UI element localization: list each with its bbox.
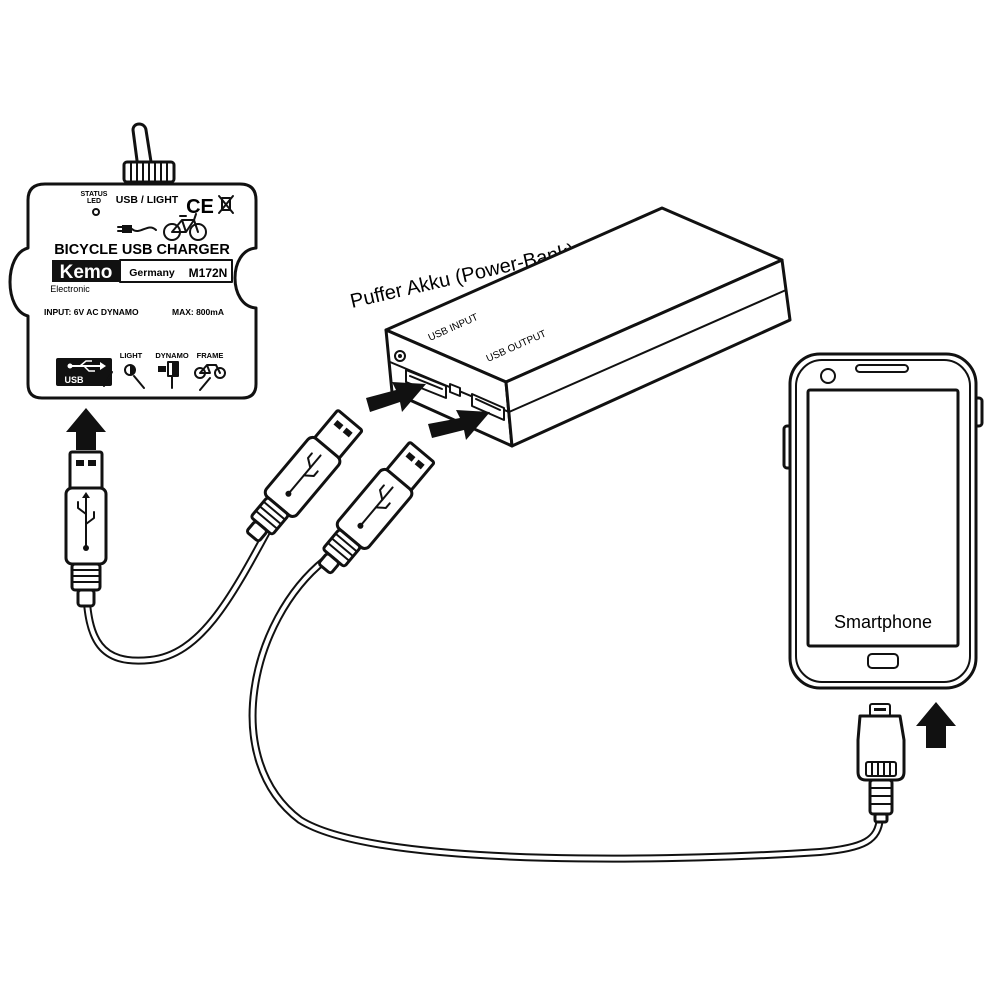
usb-plug-powerbank-input (246, 409, 364, 543)
light-terminal-icon (124, 364, 136, 376)
plug-icon (117, 225, 157, 233)
charger-title: BICYCLE USB CHARGER (54, 242, 230, 258)
frame-bicycle-icon (194, 364, 226, 379)
power-bank: Puffer Akku (Power-Bank) USB INPUT USB O… (348, 206, 792, 448)
usb-trident-icon (285, 452, 322, 497)
arrow-up-icon (66, 408, 106, 450)
power-button-icon[interactable] (394, 350, 406, 362)
phone-screen[interactable] (806, 388, 960, 648)
terminal-leads (133, 375, 211, 391)
charger-usb-port[interactable]: USB (56, 358, 112, 386)
usb-plug-charger (64, 450, 108, 608)
cable-charger-to-powerbank (82, 526, 272, 665)
dynamo-label: DYNAMO (155, 351, 188, 360)
country-label: Germany (129, 267, 175, 279)
cable-powerbank-to-phone (248, 556, 884, 863)
arrow-up-icon (916, 702, 956, 748)
usb-trident-icon (77, 492, 95, 551)
powerbank-seam (508, 289, 787, 413)
camera-icon (820, 368, 836, 384)
brand-subtitle: Electronic (50, 284, 90, 294)
charger-housing (8, 182, 258, 400)
brand-name: Kemo (60, 262, 113, 283)
arrow-right-icon (366, 382, 426, 412)
usb-plug-powerbank-output (318, 441, 436, 575)
usb-trident-icon (67, 360, 106, 372)
model-number: M172N (189, 266, 228, 280)
powerbank-side-face (504, 258, 792, 448)
weee-bin-icon (218, 195, 234, 214)
input-spec: INPUT: 6V AC DYNAMO (44, 307, 139, 317)
arrow-right-icon (428, 410, 490, 440)
speaker-grille (855, 364, 909, 373)
frame-label: FRAME (197, 351, 224, 360)
ce-mark: CE (186, 196, 214, 218)
micro-usb-plug-phone (856, 703, 906, 824)
light-label: LIGHT (120, 351, 143, 360)
status-led-icon (92, 208, 100, 216)
bicycle-icon (163, 213, 207, 241)
smartphone-label: Smartphone (834, 612, 932, 632)
max-spec: MAX: 800mA (172, 307, 224, 317)
micro-usb-port[interactable] (449, 383, 461, 397)
switch-label: USB / LIGHT (116, 194, 179, 206)
model-strip (119, 259, 233, 283)
home-button[interactable] (867, 653, 899, 669)
brand-badge (52, 260, 120, 282)
usb-light-toggle-switch[interactable] (122, 122, 176, 184)
smartphone: Smartphone (782, 352, 984, 690)
usb-port-connector (103, 371, 113, 387)
usb-trident-icon (357, 484, 394, 529)
usb-label: USB (64, 375, 84, 385)
